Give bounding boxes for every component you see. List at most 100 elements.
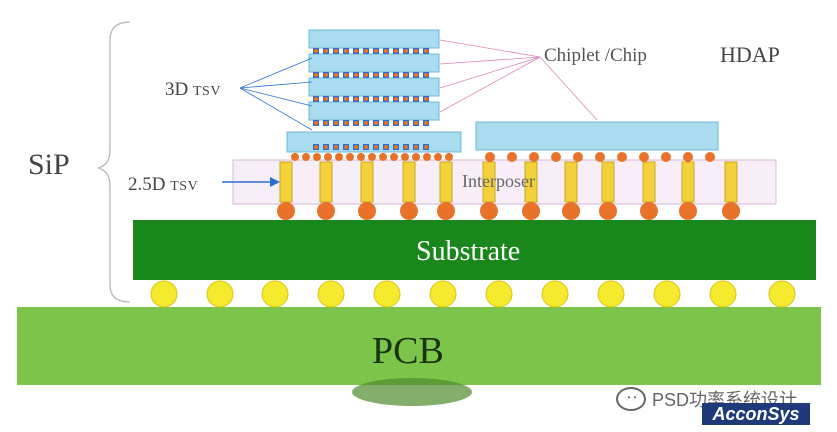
chiplet-callout-line-5	[539, 56, 598, 121]
micro-bump	[412, 153, 420, 161]
micro-bump	[324, 153, 332, 161]
interposer-bump-4	[400, 202, 418, 220]
interposer-bump-3	[358, 202, 376, 220]
micro-bump	[335, 153, 343, 161]
stack-bump	[384, 73, 388, 77]
pcb-label: PCB	[372, 330, 444, 372]
micro-bump	[485, 152, 495, 162]
stack-bump	[404, 145, 408, 149]
stacked-die-3	[308, 77, 440, 97]
stack-bump	[384, 97, 388, 101]
stack-bump	[324, 145, 328, 149]
stack-bump	[394, 121, 398, 125]
stack-bump	[344, 121, 348, 125]
micro-bump	[302, 153, 310, 161]
micro-bump	[313, 153, 321, 161]
tsv3d-callout-line-2	[239, 81, 313, 89]
interposer-bump-11	[679, 202, 697, 220]
bga-ball-6	[429, 280, 457, 308]
bga-ball-4	[317, 280, 345, 308]
interposer-bump-1	[277, 202, 295, 220]
pcb-board	[17, 307, 821, 385]
stack-bump	[364, 73, 368, 77]
micro-bump	[661, 152, 671, 162]
interposer-bump-8	[562, 202, 580, 220]
tsv-pillar-10	[642, 161, 656, 203]
micro-bump	[639, 152, 649, 162]
stack-bump	[354, 97, 358, 101]
tsv3d-callout-line-1	[239, 57, 313, 89]
micro-bump	[368, 153, 376, 161]
micro-bump	[445, 153, 453, 161]
stack-bump	[384, 121, 388, 125]
hdap-label: HDAP	[720, 42, 780, 67]
stack-bump	[404, 49, 408, 53]
stack-bump	[424, 73, 428, 77]
stack-bump	[374, 97, 378, 101]
stack-bump	[354, 49, 358, 53]
stack-bump	[314, 97, 318, 101]
micro-bump	[507, 152, 517, 162]
micro-bump	[357, 153, 365, 161]
stack-bump	[424, 49, 428, 53]
interposer-label: Interposer	[462, 171, 535, 191]
micro-bump	[595, 152, 605, 162]
substrate-label: Substrate	[416, 236, 521, 267]
sip-brace	[97, 21, 131, 303]
tsv-25d-suffix: TSV	[170, 179, 199, 194]
stack-bump	[374, 49, 378, 53]
interposer-bump-7	[522, 202, 540, 220]
stack-bump	[344, 97, 348, 101]
stack-bump	[424, 97, 428, 101]
chiplet-label: Chiplet /Chip	[544, 45, 647, 66]
tsv-pillar-12	[724, 161, 738, 203]
stack-bump	[394, 97, 398, 101]
tsv3d-callout-line-4	[239, 87, 313, 131]
interposer-bump-6	[480, 202, 498, 220]
chiplet-callout-line-1	[439, 39, 541, 58]
stack-bump	[424, 145, 428, 149]
micro-bump	[529, 152, 539, 162]
bga-ball-10	[653, 280, 681, 308]
stacked-die-1	[308, 29, 440, 49]
tsv-25d-main: 2.5D	[128, 174, 166, 195]
stack-bump	[374, 121, 378, 125]
tsv-3d-suffix: TSV	[192, 84, 221, 99]
stack-bump	[414, 121, 418, 125]
tsv3d-callout-line-3	[239, 87, 313, 107]
pcb-shadow	[352, 378, 472, 406]
stack-bump	[314, 49, 318, 53]
micro-bump	[401, 153, 409, 161]
stack-bump	[324, 49, 328, 53]
interposer-bump-9	[599, 202, 617, 220]
micro-bump	[683, 152, 693, 162]
tsv-pillar-2	[319, 161, 333, 203]
bga-ball-1	[150, 280, 178, 308]
bga-ball-5	[373, 280, 401, 308]
bga-ball-9	[597, 280, 625, 308]
bga-ball-2	[206, 280, 234, 308]
chiplet-callout-line-4	[439, 56, 541, 113]
chiplet-callout-line-2	[439, 56, 541, 65]
wechat-icon: ◔◔	[616, 387, 646, 411]
stack-bump	[414, 73, 418, 77]
tsv-pillar-3	[360, 161, 374, 203]
stack-bump	[324, 73, 328, 77]
stack-bump	[344, 145, 348, 149]
micro-bump	[291, 153, 299, 161]
stack-bump	[314, 121, 318, 125]
tsv-25d-label: 2.5D TSV	[128, 174, 198, 196]
micro-bump	[379, 153, 387, 161]
bga-ball-3	[261, 280, 289, 308]
interposer-bump-2	[317, 202, 335, 220]
bga-ball-7	[485, 280, 513, 308]
tsv25d-arrow-head	[270, 177, 280, 187]
substrate-block	[133, 220, 816, 280]
stack-bump	[404, 73, 408, 77]
acconsys-logo: AcconSys	[702, 403, 810, 425]
stack-bump	[344, 49, 348, 53]
sip-label: SiP	[28, 148, 70, 181]
stack-bump	[394, 73, 398, 77]
stack-bump	[374, 145, 378, 149]
